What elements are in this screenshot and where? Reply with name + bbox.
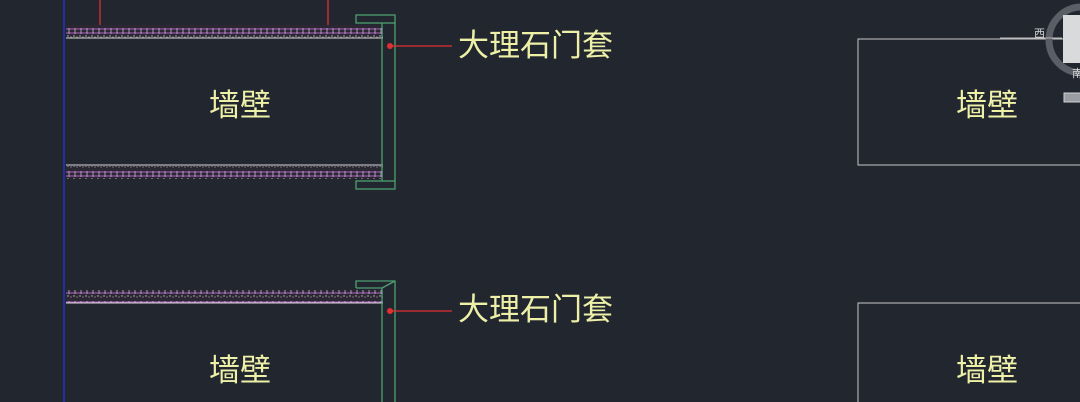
wall-label: 墙壁 [956,88,1018,124]
leader-1 [387,43,452,49]
marble-door-casing-2[interactable] [355,280,396,402]
wcs-menu-button[interactable] [1063,92,1080,103]
right-wall-1[interactable] [857,38,1080,166]
viewcube-south[interactable]: 南 [1072,67,1080,80]
right-wall-2[interactable] [857,302,1080,402]
wall-label: 墙壁 [209,88,271,124]
viewcube-ring[interactable] [1045,3,1080,77]
viewcube[interactable]: 西 南 [1000,3,1080,103]
viewcube-west[interactable]: 西 [1034,27,1045,40]
hatch-band-top [66,290,383,303]
casing-label: 大理石门套 [458,28,613,64]
hatch-band-top [66,25,383,38]
wall-label: 墙壁 [956,353,1018,389]
hatch-band-bottom [66,166,383,179]
casing-label: 大理石门套 [458,292,613,328]
marble-door-casing-1[interactable] [355,14,396,190]
viewcube-face[interactable] [1063,15,1080,63]
wall-block-2[interactable]: 墙壁 [66,290,383,389]
wall-block-1[interactable]: 墙壁 [66,25,383,179]
wall-label: 墙壁 [209,353,271,389]
leader-2 [387,308,452,314]
